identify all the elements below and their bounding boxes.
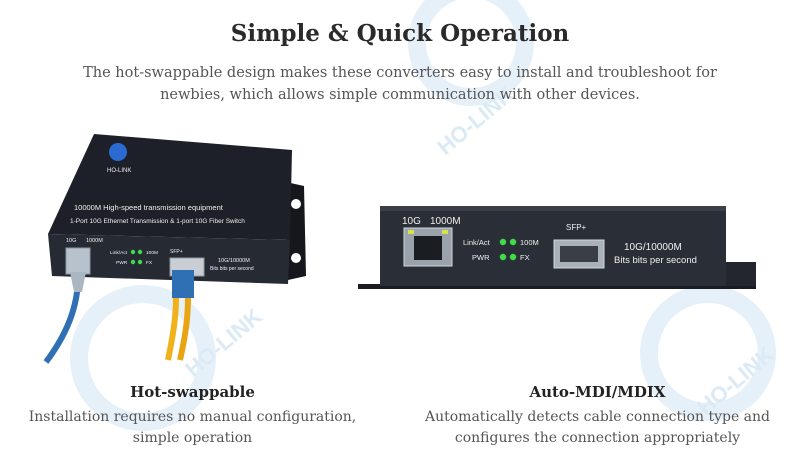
left-device-front bbox=[48, 234, 290, 284]
left-device-logo-icon bbox=[109, 143, 127, 161]
right-device-bottom-flange bbox=[358, 284, 756, 289]
left-device-top bbox=[48, 134, 292, 240]
right-device-led-fx bbox=[509, 253, 517, 261]
right-device-led-pwr bbox=[499, 253, 507, 261]
left-device-led-fx-label: FX bbox=[146, 260, 153, 266]
left-device-ear-hole-bottom bbox=[291, 253, 301, 263]
right-device-led-100m bbox=[509, 238, 517, 246]
right-device-port-label-1000m: 1000M bbox=[430, 216, 461, 227]
page-title: Simple & Quick Operation bbox=[230, 20, 570, 47]
left-device-port-label-10g: 10G bbox=[66, 238, 76, 244]
left-device-led-link bbox=[130, 249, 136, 255]
feature-hot-swappable-title: Hot-swappable bbox=[130, 383, 255, 401]
right-device-led-link-label: Link/Act bbox=[463, 238, 491, 247]
right-device-rj45-jack bbox=[414, 236, 442, 260]
right-device-led-fx-label: FX bbox=[520, 253, 530, 262]
right-device-speed-label: 10G/10000M bbox=[624, 242, 682, 253]
right-device-rj45-led-left bbox=[408, 230, 414, 234]
fiber-cable-a bbox=[165, 297, 179, 361]
lc-connector bbox=[172, 270, 194, 298]
right-device-sfp-slot bbox=[560, 246, 598, 262]
rj45-boot bbox=[70, 272, 86, 292]
feature-auto-mdi-mdix-line2: configures the connection appropriately bbox=[454, 430, 741, 446]
fiber-cable-b bbox=[177, 297, 191, 361]
feature-hot-swappable-line2: simple operation bbox=[132, 430, 253, 446]
left-device-speed-label: 10G/10000M bbox=[218, 258, 250, 264]
left-device-led-link-label: Link/Act bbox=[110, 250, 128, 256]
left-device-led-100m-label: 100M bbox=[146, 250, 158, 256]
right-device-top-edge bbox=[380, 206, 726, 211]
left-device-brand: HO-LINK bbox=[107, 168, 131, 174]
feature-auto-mdi-mdix-line1: Automatically detects cable connection t… bbox=[424, 409, 771, 425]
left-device-led-pwr-label: PWR bbox=[116, 260, 128, 266]
right-device-rj45-led-right bbox=[442, 230, 448, 234]
left-device-led-fx bbox=[137, 259, 143, 265]
left-device-desc-line1: 10000M High-speed transmission equipment bbox=[74, 203, 224, 212]
left-device-speed-sub: Bits bits per second bbox=[210, 266, 254, 272]
right-device-led-link bbox=[499, 238, 507, 246]
right-device-ear bbox=[726, 262, 756, 286]
feature-auto-mdi-mdix: Auto-MDI/MDIX Automatically detects cabl… bbox=[415, 383, 780, 449]
left-device-ear-hole-top bbox=[291, 199, 301, 209]
right-device-led-pwr-label: PWR bbox=[472, 253, 490, 262]
feature-hot-swappable-line1: Installation requires no manual configur… bbox=[28, 409, 357, 425]
right-device-led-100m-label: 100M bbox=[520, 238, 539, 247]
feature-hot-swappable: Hot-swappable Installation requires no m… bbox=[20, 383, 365, 449]
page-subtitle: The hot-swappable design makes these con… bbox=[83, 65, 717, 103]
left-device-led-100m bbox=[137, 249, 143, 255]
left-device-desc-line2: 1-Port 10G Ethernet Transmission & 1-por… bbox=[70, 218, 245, 225]
left-device-mount-ear bbox=[286, 182, 306, 280]
left-device-led-pwr bbox=[130, 259, 136, 265]
right-device-port-label-10g: 10G bbox=[402, 216, 421, 227]
right-device-speed-sub: Bits bits per second bbox=[614, 255, 697, 266]
feature-auto-mdi-mdix-title: Auto-MDI/MDIX bbox=[529, 383, 666, 401]
right-device-sfp-label: SFP+ bbox=[566, 223, 587, 232]
left-device-sfp-label: SFP+ bbox=[170, 249, 183, 255]
left-device-port-label-1000m: 1000M bbox=[86, 238, 103, 244]
